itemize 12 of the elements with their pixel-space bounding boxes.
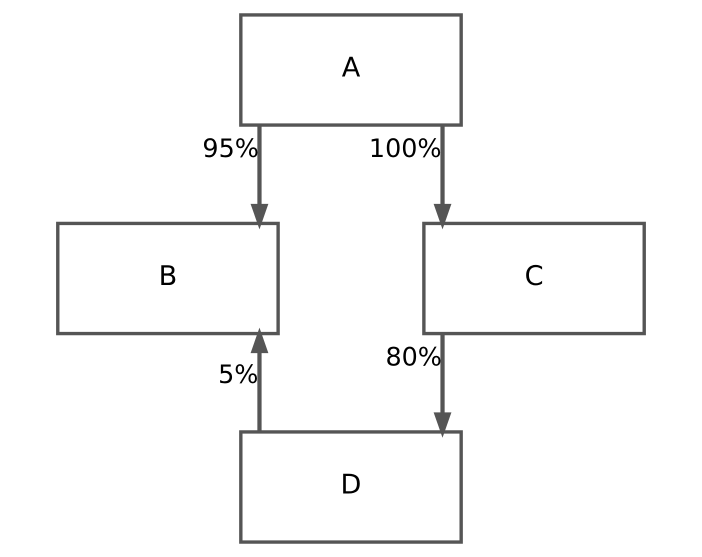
arrow <box>434 125 452 230</box>
arrow <box>250 125 268 230</box>
edge-label: 5% <box>218 358 258 389</box>
node-box: D <box>239 430 463 544</box>
node-box: B <box>56 222 280 336</box>
node-box: C <box>422 222 646 336</box>
edge-label: 95% <box>202 133 259 164</box>
node-box: A <box>239 13 463 127</box>
arrow <box>250 328 268 432</box>
edge-label: 100% <box>368 133 442 164</box>
edge-label: 80% <box>385 342 442 372</box>
arrow <box>434 334 452 438</box>
